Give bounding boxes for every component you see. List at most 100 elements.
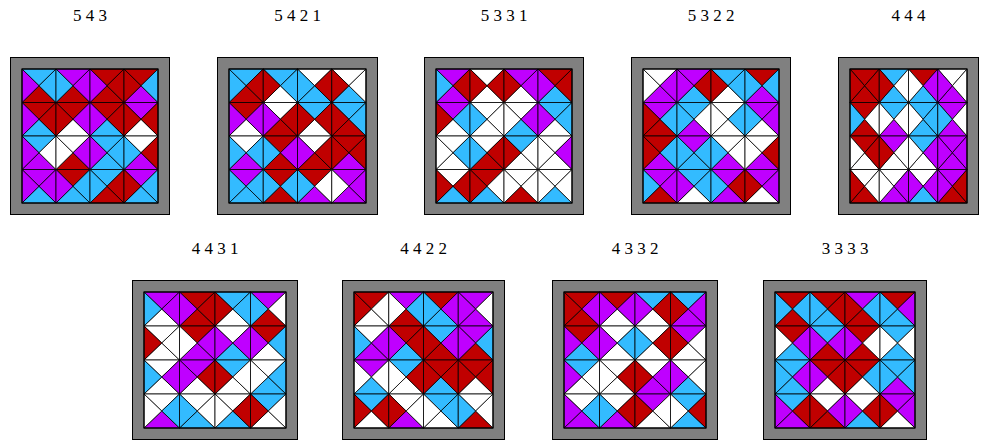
quilt-triangle xyxy=(865,136,880,170)
tile-heading: 4 4 3 1 xyxy=(130,239,300,259)
quilt-pattern xyxy=(132,280,298,440)
tile-heading: 4 4 4 xyxy=(836,6,981,26)
quilt-pattern xyxy=(217,57,378,215)
quilt-triangle xyxy=(745,136,762,170)
quilt-triangle xyxy=(215,360,233,394)
quilt-triangle xyxy=(504,170,521,204)
quilt-triangle xyxy=(898,360,916,394)
tile-inner-border xyxy=(436,69,572,203)
quilt-triangle xyxy=(923,136,938,170)
quilt-triangle xyxy=(229,103,246,137)
quilt-triangle xyxy=(521,69,538,103)
quilt-triangle xyxy=(643,136,660,170)
quilt-triangle xyxy=(233,292,251,326)
quilt-triangle xyxy=(268,360,286,394)
quilt-triangle xyxy=(470,69,487,103)
quilt-triangle xyxy=(22,103,39,137)
quilt-triangle xyxy=(521,170,538,204)
triangle-grid xyxy=(354,292,493,428)
quilt-triangle xyxy=(653,326,671,360)
quilt-triangle xyxy=(521,103,538,137)
quilt-triangle xyxy=(653,360,671,394)
quilt-triangle xyxy=(453,103,470,137)
quilt-triangle xyxy=(660,103,677,137)
quilt-triangle xyxy=(39,103,56,137)
quilt-triangle xyxy=(694,136,711,170)
quilt-triangle xyxy=(180,326,198,360)
quilt-triangle xyxy=(197,360,215,394)
quilt-triangle xyxy=(332,136,349,170)
quilt-triangle xyxy=(538,136,555,170)
quilt-triangle xyxy=(564,326,582,360)
quilt-triangle xyxy=(694,170,711,204)
quilt-triangle xyxy=(694,69,711,103)
triangle-grid xyxy=(22,69,158,203)
quilt-triangle xyxy=(354,394,371,428)
quilt-triangle xyxy=(762,170,779,204)
quilt-triangle xyxy=(671,326,689,360)
quilt-triangle xyxy=(458,394,475,428)
quilt-triangle xyxy=(909,69,924,103)
quilt-triangle xyxy=(582,326,600,360)
quilt-tile: 4 4 4 xyxy=(838,6,979,215)
quilt-triangle xyxy=(90,170,107,204)
triangle-grid xyxy=(775,292,915,428)
quilt-triangle xyxy=(441,394,458,428)
quilt-triangle xyxy=(298,103,315,137)
quilt-triangle xyxy=(938,170,953,204)
quilt-triangle xyxy=(349,136,366,170)
quilt-triangle xyxy=(371,360,388,394)
quilt-triangle xyxy=(487,103,504,137)
quilt-triangle xyxy=(453,69,470,103)
quilt-triangle xyxy=(828,326,846,360)
quilt-triangle xyxy=(617,394,635,428)
quilt-triangle xyxy=(865,69,880,103)
quilt-triangle xyxy=(39,69,56,103)
quilt-triangle xyxy=(263,136,280,170)
quilt-triangle xyxy=(73,170,90,204)
quilt-triangle xyxy=(476,292,493,326)
quilt-triangle xyxy=(660,136,677,170)
quilt-triangle xyxy=(810,394,828,428)
quilt-triangle xyxy=(436,136,453,170)
quilt-triangle xyxy=(880,360,898,394)
quilt-triangle xyxy=(538,170,555,204)
quilt-triangle xyxy=(458,292,475,326)
tile-inner-border xyxy=(564,292,706,428)
quilt-triangle xyxy=(371,394,388,428)
quilt-triangle xyxy=(653,292,671,326)
quilt-triangle xyxy=(582,360,600,394)
quilt-triangle xyxy=(582,292,600,326)
quilt-triangle xyxy=(863,394,881,428)
triangle-grid xyxy=(850,69,967,203)
quilt-triangle xyxy=(828,292,846,326)
quilt-triangle xyxy=(476,360,493,394)
quilt-triangle xyxy=(793,326,811,360)
triangle-grid xyxy=(436,69,572,203)
tile-heading: 5 3 3 1 xyxy=(422,6,586,26)
quilt-triangle xyxy=(894,103,909,137)
quilt-triangle xyxy=(600,394,618,428)
quilt-triangle xyxy=(233,394,251,428)
quilt-triangle xyxy=(643,170,660,204)
tile-heading: 3 3 3 3 xyxy=(761,239,929,259)
quilt-triangle xyxy=(141,136,158,170)
quilt-triangle xyxy=(643,69,660,103)
quilt-triangle xyxy=(688,326,706,360)
quilt-pattern xyxy=(838,57,979,215)
quilt-triangle xyxy=(268,394,286,428)
triangle-grid xyxy=(229,69,366,203)
quilt-triangle xyxy=(197,292,215,326)
quilt-tile: 5 3 2 2 xyxy=(631,6,791,215)
quilt-triangle xyxy=(775,292,793,326)
tile-frame xyxy=(425,58,584,215)
tile-heading: 5 4 2 1 xyxy=(215,6,380,26)
quilt-triangle xyxy=(162,360,180,394)
quilt-triangle xyxy=(850,136,865,170)
tile-frame xyxy=(632,58,791,215)
quilt-triangle xyxy=(354,292,371,326)
quilt-triangle xyxy=(251,326,269,360)
quilt-triangle xyxy=(215,292,233,326)
quilt-triangle xyxy=(600,326,618,360)
quilt-triangle xyxy=(555,69,572,103)
